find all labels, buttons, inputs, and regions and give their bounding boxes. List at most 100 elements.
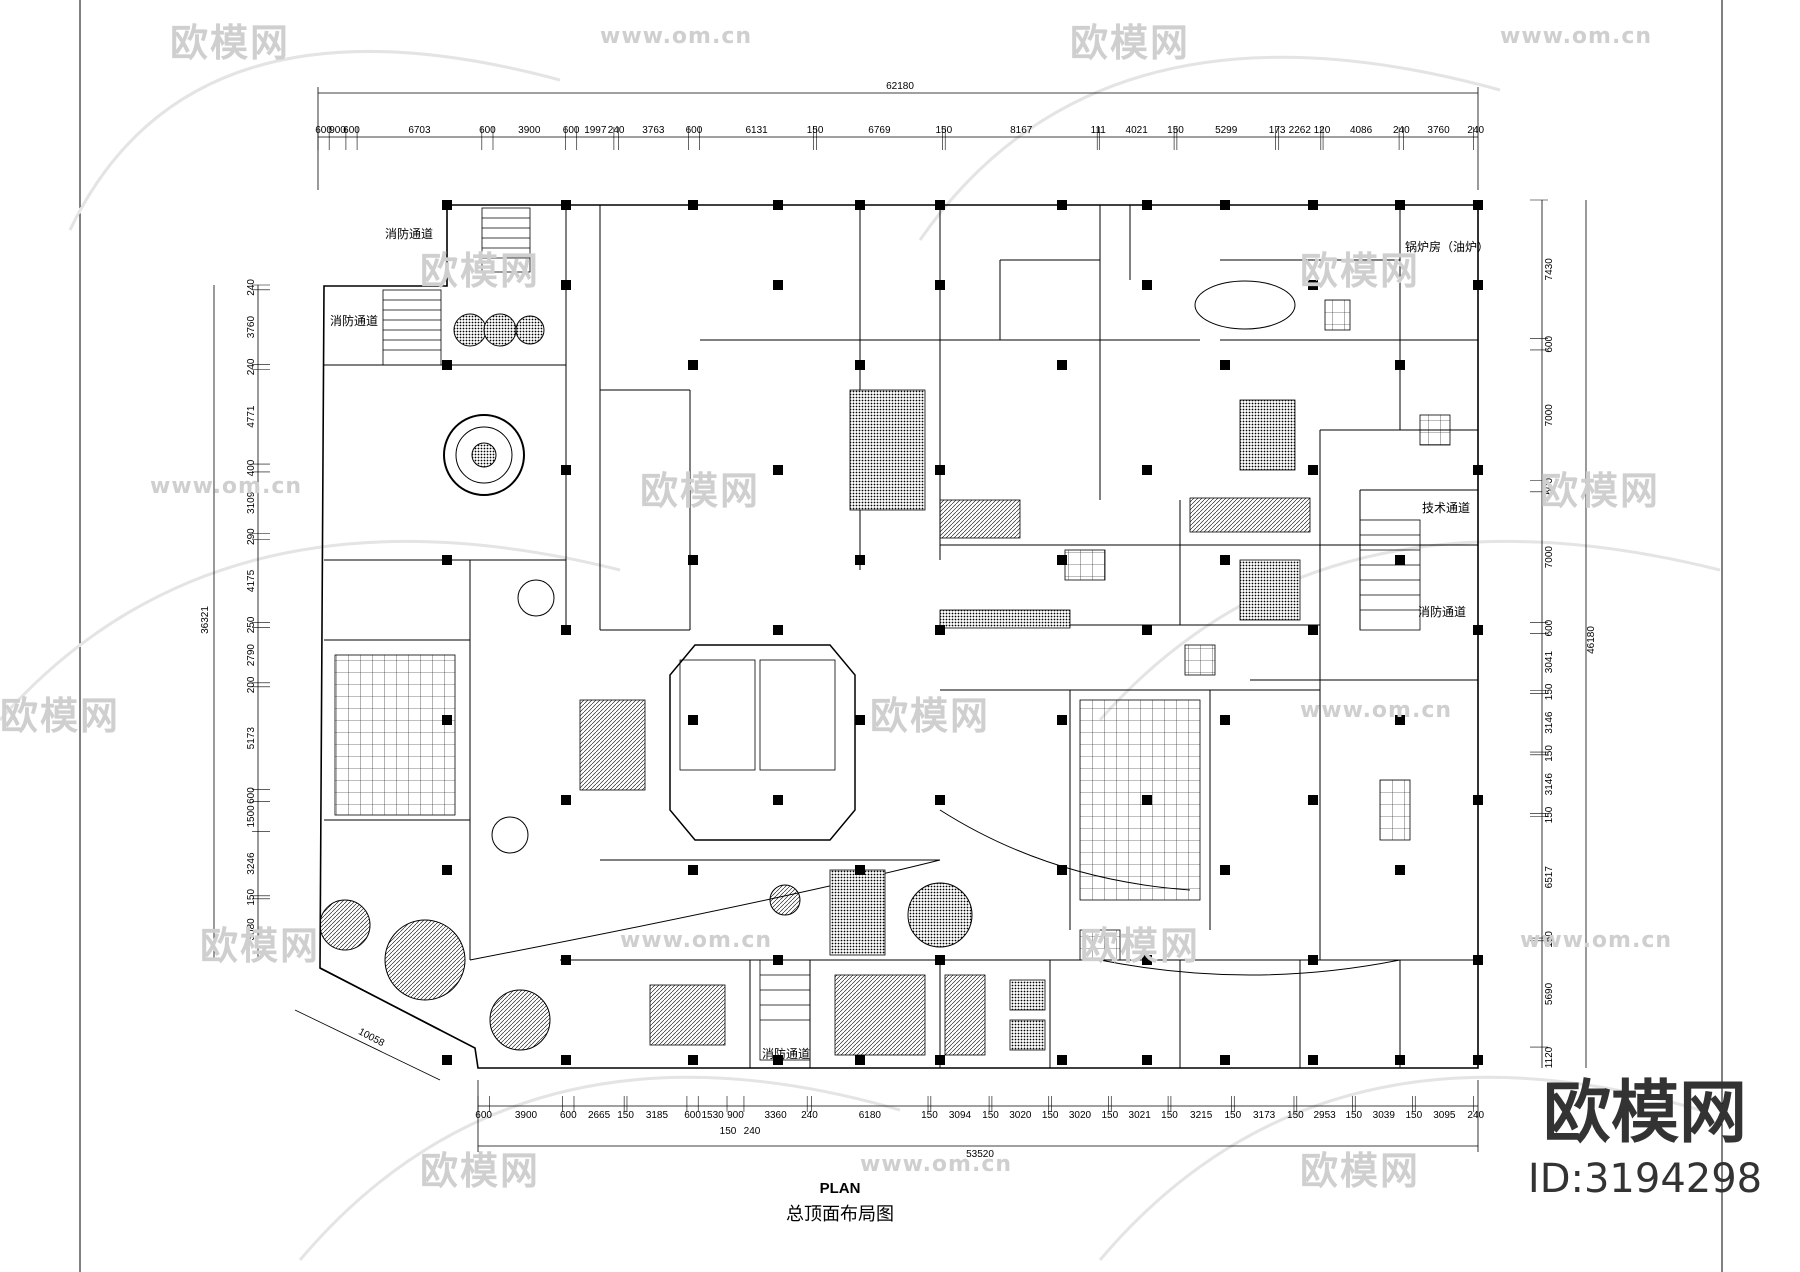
dim-label-right: 5690: [1544, 982, 1555, 1005]
column: [1057, 555, 1067, 565]
column: [773, 465, 783, 475]
column: [1395, 865, 1405, 875]
dim-label-right: 7000: [1544, 546, 1555, 569]
dim-label-top: 600: [479, 125, 496, 136]
column: [1057, 200, 1067, 210]
dim-label-right: 600: [1544, 336, 1555, 353]
brand-id: ID:3194298: [1527, 1156, 1763, 1202]
watermark-arcs: [0, 49, 1721, 1261]
column: [561, 200, 571, 210]
dim-label-bottom: 150: [1161, 1110, 1178, 1121]
column: [1395, 1055, 1405, 1065]
dim-label-right: 150: [1544, 683, 1555, 700]
overall-right-dim: 46180: [1586, 626, 1597, 654]
column: [1308, 465, 1318, 475]
column: [442, 865, 452, 875]
dim-label-top: 3760: [1427, 125, 1450, 136]
column: [855, 555, 865, 565]
dim-label-left: 240: [246, 279, 257, 296]
overall-top-dim: 62180: [886, 81, 914, 92]
column: [442, 1055, 452, 1065]
dim-label-bottom: 150: [982, 1110, 999, 1121]
column: [1220, 1055, 1230, 1065]
bottom-sub-dim-1: 150: [720, 1126, 737, 1137]
column: [1220, 865, 1230, 875]
dim-label-bottom: 6180: [859, 1110, 882, 1121]
column: [561, 1055, 571, 1065]
column: [855, 1055, 865, 1065]
drawing-title-cn: 总顶面布局图: [786, 1204, 894, 1225]
dim-label-bottom: 3900: [515, 1110, 538, 1121]
dim-label-bottom: 600: [560, 1110, 577, 1121]
dim-label-top: 8167: [1010, 125, 1033, 136]
dim-label-top: 2262: [1289, 125, 1312, 136]
dim-label-left: 400: [246, 459, 257, 476]
bottom-sub-dim-2: 240: [744, 1126, 761, 1137]
dim-label-bottom: 3039: [1373, 1110, 1396, 1121]
dim-label-left: 3080: [246, 918, 257, 941]
dim-label-bottom: 3094: [949, 1110, 972, 1121]
column: [1057, 360, 1067, 370]
column: [1220, 200, 1230, 210]
dim-label-top: 6703: [408, 125, 431, 136]
room-label-fire-exit-left: 消防通道: [330, 313, 378, 328]
column: [1057, 715, 1067, 725]
column: [855, 715, 865, 725]
column: [1308, 280, 1318, 290]
dim-label-bottom: 1530: [701, 1110, 724, 1121]
dim-label-top: 600: [563, 125, 580, 136]
dim-label-bottom: 2953: [1313, 1110, 1336, 1121]
column: [1308, 200, 1318, 210]
dim-label-bottom: 600: [684, 1110, 701, 1121]
dim-label-bottom: 3021: [1129, 1110, 1152, 1121]
column: [1308, 625, 1318, 635]
dim-label-right: 600: [1544, 477, 1555, 494]
dim-label-left: 2790: [246, 644, 257, 667]
dim-label-right: 150: [1544, 806, 1555, 823]
dim-label-bottom: 150: [1405, 1110, 1422, 1121]
dim-label-top: 600: [686, 125, 703, 136]
structural-columns: [442, 200, 1483, 1065]
drawing-title-en: PLAN: [819, 1180, 861, 1197]
column: [561, 955, 571, 965]
room-label-fire-exit-top: 消防通道: [385, 226, 433, 241]
dim-label-right: 600: [1544, 619, 1555, 636]
dim-label-top: 600: [315, 125, 332, 136]
column: [773, 280, 783, 290]
column: [1142, 200, 1152, 210]
column: [1473, 625, 1483, 635]
dim-label-left: 290: [246, 528, 257, 545]
dim-label-right: 3146: [1544, 773, 1555, 796]
dim-label-top: 120: [1314, 125, 1331, 136]
column: [1473, 955, 1483, 965]
column: [935, 280, 945, 290]
dim-label-bottom: 150: [1225, 1110, 1242, 1121]
dim-label-right: 7000: [1544, 404, 1555, 427]
dim-label-bottom: 2665: [588, 1110, 611, 1121]
dim-label-bottom: 3020: [1009, 1110, 1032, 1121]
column: [442, 555, 452, 565]
dim-label-top: 150: [935, 125, 952, 136]
column: [1220, 715, 1230, 725]
column: [935, 465, 945, 475]
column: [561, 465, 571, 475]
dim-label-bottom: 150: [1042, 1110, 1059, 1121]
dim-label-bottom: 3360: [764, 1110, 787, 1121]
stair-bottom: [759, 959, 811, 1061]
column: [773, 200, 783, 210]
dim-label-top: 240: [608, 125, 625, 136]
ceiling-circles: [319, 280, 1296, 1051]
column: [1473, 1055, 1483, 1065]
column: [561, 280, 571, 290]
column: [1473, 795, 1483, 805]
dim-label-bottom: 3020: [1069, 1110, 1092, 1121]
column: [1142, 280, 1152, 290]
column: [561, 795, 571, 805]
dim-label-top: 111: [1091, 125, 1107, 136]
dim-label-right: 7430: [1544, 258, 1555, 281]
room-label-fire-exit-bottom: 消防通道: [762, 1046, 810, 1061]
column: [688, 865, 698, 875]
column: [935, 625, 945, 635]
column: [1308, 795, 1318, 805]
